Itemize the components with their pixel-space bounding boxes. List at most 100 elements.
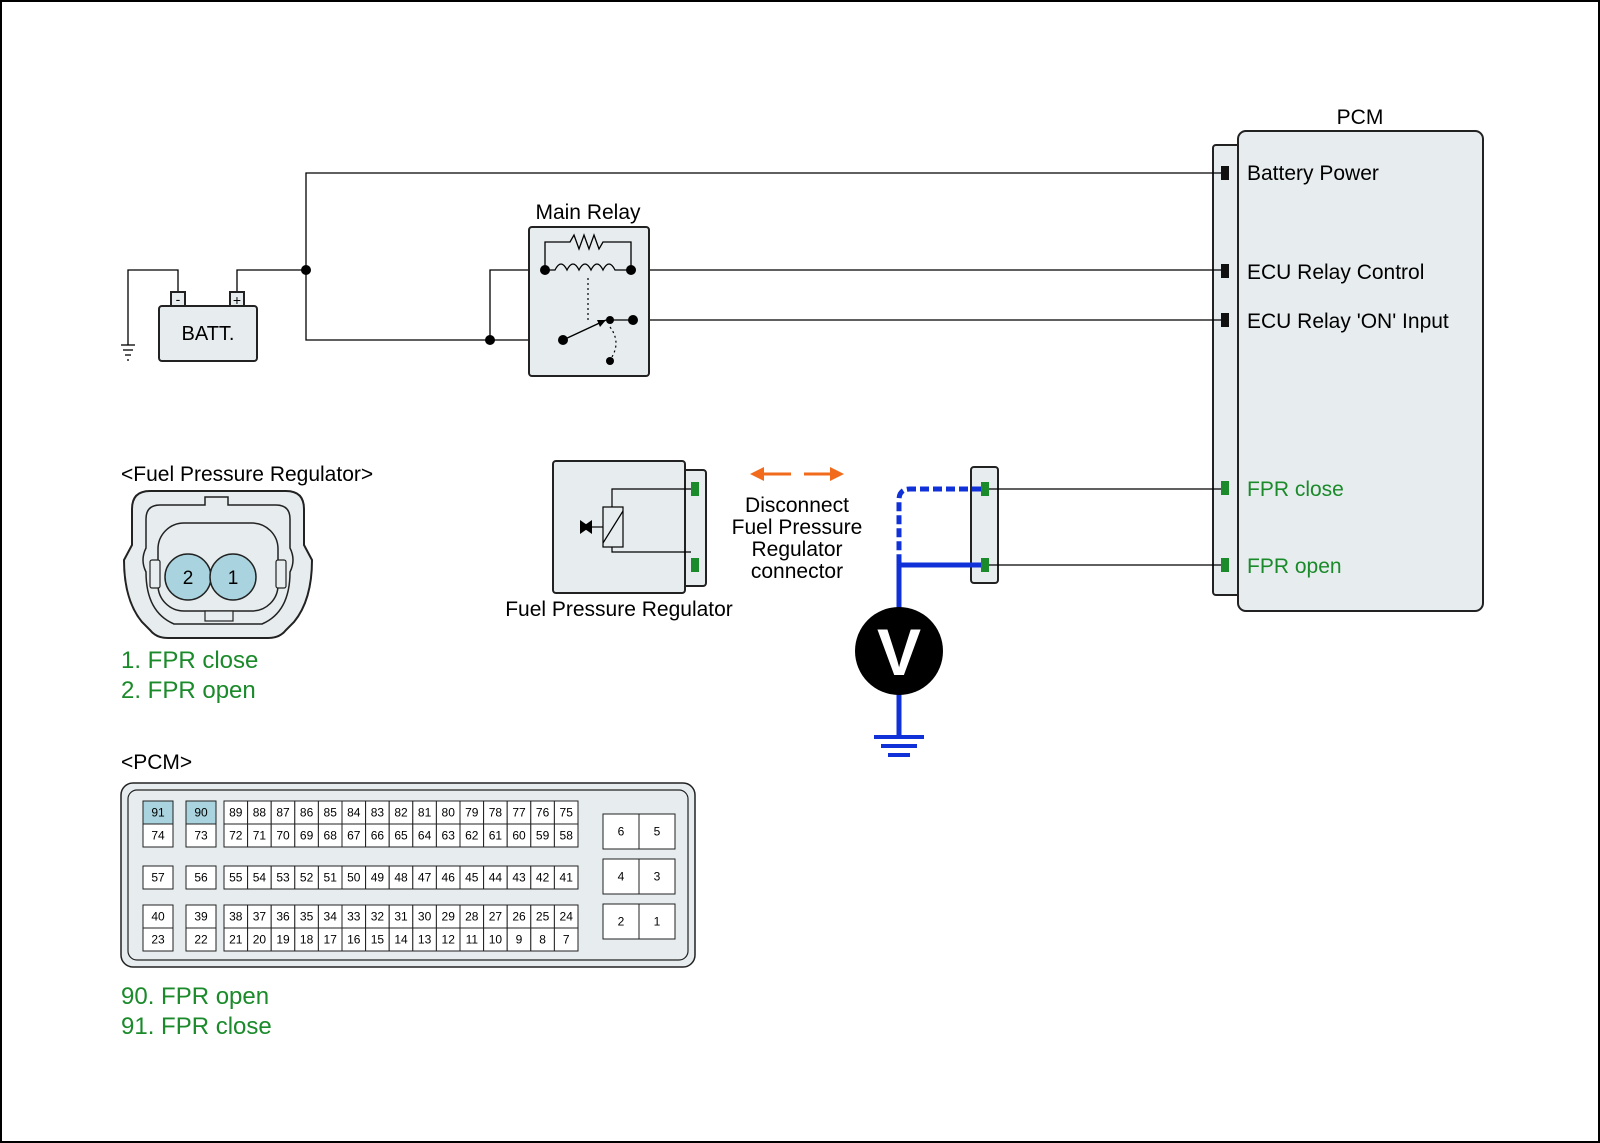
pcm-pin-label: 8	[539, 933, 546, 947]
pcm-pin-label: 22	[194, 933, 208, 947]
pcm-pin-label: 42	[536, 871, 550, 885]
voltmeter-label: V	[877, 615, 921, 689]
fpr-legend-1: 1. FPR close	[121, 647, 258, 674]
pcm-pin-label: 49	[371, 871, 385, 885]
pcm-pin-cell	[553, 927, 579, 952]
pcm-pin-cell	[185, 865, 217, 890]
pcm-pin-label: 61	[489, 829, 503, 843]
pcm-pin-cell	[602, 813, 640, 850]
pcm-pin-label: 45	[465, 871, 479, 885]
fpr-legend-2: 2. FPR open	[121, 677, 256, 704]
svg-text:Disconnect: Disconnect	[745, 494, 849, 517]
pcm-pin-cell	[638, 858, 676, 895]
pcm-pin-label: 17	[324, 933, 338, 947]
pcm-pin-cell	[553, 823, 579, 848]
pcm-pin-label: 75	[560, 806, 574, 820]
pcm-pin-label: 38	[229, 910, 243, 924]
pcm-connector-title: <PCM>	[121, 751, 192, 774]
junction-dots	[301, 265, 495, 345]
pcm-pin-label: 87	[276, 806, 290, 820]
pcm-pin-label: 13	[418, 933, 432, 947]
pcm-pin-label: 74	[151, 829, 165, 843]
pcm-pin-label: 89	[229, 806, 243, 820]
pcm-pin-label: 43	[512, 871, 526, 885]
pcm-pin-label: 55	[229, 871, 243, 885]
disconnect-instruction: Disconnect Fuel Pressure Regulator conne…	[732, 494, 863, 583]
pcm-pin-label: 41	[560, 871, 574, 885]
pcm-pin-label: 86	[300, 806, 314, 820]
relay-resistor-icon	[544, 233, 632, 270]
svg-text:2: 2	[183, 568, 194, 589]
pcm-pin-label: 52	[300, 871, 314, 885]
pcm-pin-label: 65	[394, 829, 408, 843]
label-ecu-relay-on-input: ECU Relay 'ON' Input	[1247, 310, 1449, 333]
svg-text:1: 1	[228, 568, 239, 589]
battery-ground-icon	[121, 344, 135, 361]
pcm-pin-label: 40	[151, 910, 165, 924]
voltmeter-probe-wires	[874, 486, 981, 757]
pcm-pin-cell	[185, 823, 217, 848]
pcm-pin-label: 72	[229, 829, 243, 843]
pcm-pin-label: 10	[489, 933, 503, 947]
pcm-pin-label: 59	[536, 829, 550, 843]
pcm-pin-label: 32	[371, 910, 385, 924]
pcm-pin-label: 88	[253, 806, 267, 820]
pcm-pin-label: 18	[300, 933, 314, 947]
label-battery-power: Battery Power	[1247, 162, 1379, 185]
svg-text:Fuel Pressure: Fuel Pressure	[732, 516, 863, 539]
pcm-pin-label: 25	[536, 910, 550, 924]
regulator-label: Fuel Pressure Regulator	[505, 598, 733, 621]
pin-battery-power	[1221, 166, 1229, 180]
pcm-pin-label: 2	[618, 915, 625, 929]
pin-fpr-close	[1221, 481, 1229, 495]
pcm-pin-label: 44	[489, 871, 503, 885]
pcm-legend-90: 90. FPR open	[121, 983, 269, 1010]
svg-text:connector: connector	[751, 560, 843, 583]
pcm-pin-label: 73	[194, 829, 208, 843]
main-relay-label: Main Relay	[535, 201, 641, 224]
pcm-pin-label: 11	[466, 933, 479, 947]
pcm-pin-label: 31	[394, 910, 408, 924]
pcm-pin-cell	[638, 903, 676, 940]
pcm-pin-label: 50	[347, 871, 361, 885]
fpr-component-pin-open	[691, 558, 699, 572]
svg-text:Regulator: Regulator	[751, 538, 842, 561]
pcm-pin-label: 26	[512, 910, 526, 924]
fpr-component-pin-close	[691, 482, 699, 496]
pcm-pin-label: 57	[151, 871, 165, 885]
pcm-pin-label: 33	[347, 910, 361, 924]
pcm-pin-label: 77	[512, 806, 526, 820]
main-relay: Main Relay	[528, 201, 650, 377]
pin-ecu-relay-control	[1221, 264, 1229, 278]
pcm-pin-label: 68	[324, 829, 338, 843]
pcm-pin-label: 81	[418, 806, 432, 820]
pcm-pin-label: 14	[394, 933, 408, 947]
pcm-pin-label: 66	[371, 829, 385, 843]
pcm-pin-label: 15	[371, 933, 385, 947]
pcm-pin-cell	[638, 813, 676, 850]
disconnect-arrows-icon	[750, 467, 844, 481]
pcm-pin-label: 34	[324, 910, 338, 924]
pcm-pin-label: 84	[347, 806, 361, 820]
pcm-pin-label: 60	[512, 829, 526, 843]
pcm-pin-label: 36	[276, 910, 290, 924]
pcm-pin-label: 48	[394, 871, 408, 885]
pcm-pin-label: 54	[253, 871, 267, 885]
pcm-module: PCM Battery Power ECU Relay Control ECU …	[1212, 106, 1484, 612]
wires	[127, 172, 1221, 345]
harness-connector	[970, 466, 1221, 584]
pcm-pin-label: 64	[418, 829, 432, 843]
pcm-pin-label: 76	[536, 806, 550, 820]
pcm-pin-label: 29	[442, 910, 456, 924]
pcm-pin-label: 5	[654, 825, 661, 839]
pcm-pin-label: 23	[151, 933, 165, 947]
pcm-pin-label: 90	[194, 806, 208, 820]
pcm-pin-label: 46	[442, 871, 456, 885]
pcm-pin-label: 12	[442, 933, 456, 947]
pcm-pin-label: 78	[489, 806, 503, 820]
label-fpr-close: FPR close	[1247, 478, 1344, 501]
